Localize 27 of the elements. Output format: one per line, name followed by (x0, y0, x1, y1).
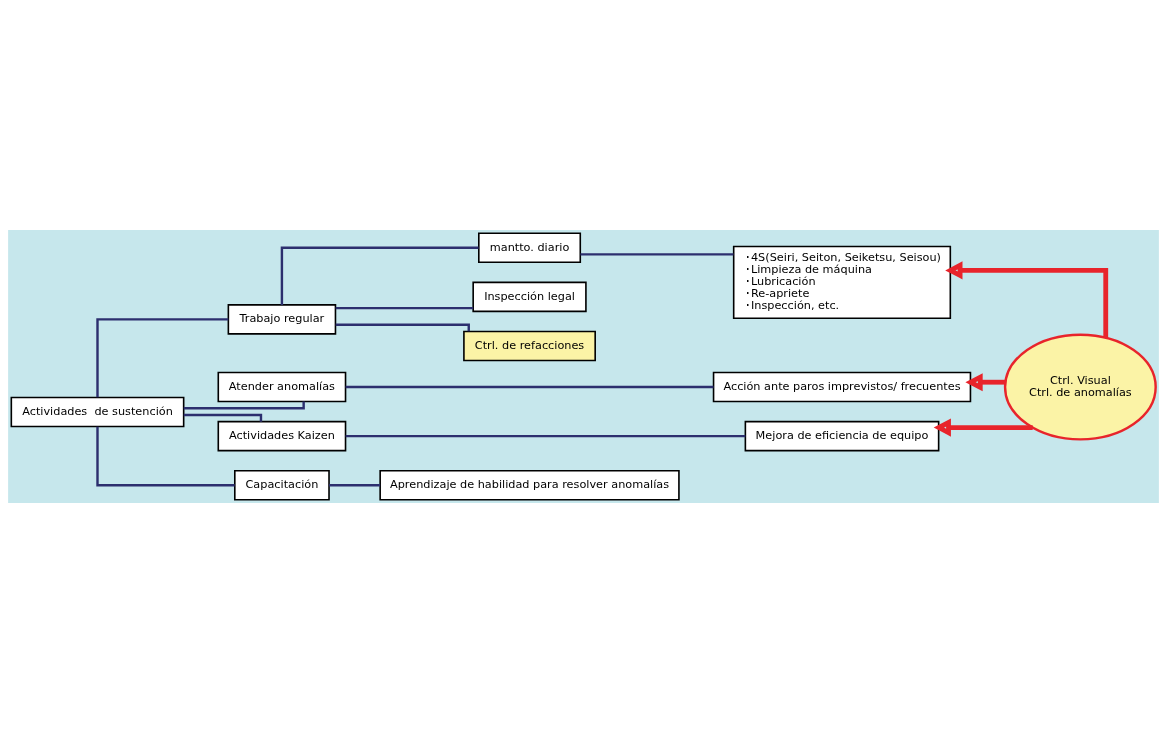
connector (183, 401, 305, 410)
connector (329, 484, 381, 487)
connector (345, 434, 746, 438)
connector (580, 253, 734, 256)
connector (345, 385, 714, 389)
node-box: Aprendizaje de habilidad para resolver anomalías (379, 470, 680, 501)
node-box: mantto. diario (478, 232, 582, 263)
node-box: Actividades de sustención (10, 396, 185, 428)
node-box: Acción ante paros imprevistos/ frecuentes (712, 371, 972, 403)
node-ellipse: Ctrl. Visual Ctrl. de anomalías (1003, 333, 1157, 441)
node-box: Ctrl. de refacciones (463, 330, 596, 362)
connector (96, 318, 229, 398)
node-box: Inspección legal (472, 281, 587, 313)
connector (335, 306, 474, 310)
node-box: ･4S(Seiri, Seiton, Seiketsu, Seisou) ･Limpieza de máquina ･Lubricación ･Re-apriete ･Inspección, etc. (732, 245, 952, 319)
node-box: Trabajo regular (227, 304, 337, 335)
node-box: Mejora de eficiencia de equipo (744, 420, 940, 452)
arrow (965, 373, 1006, 392)
connector (335, 323, 470, 332)
connector (183, 413, 263, 422)
arrow (945, 261, 1109, 338)
node-box: Atender anomalías (217, 371, 347, 403)
node-box: Capacitación (234, 470, 330, 501)
connector (280, 246, 479, 305)
arrow (933, 418, 1033, 437)
node-box: Actividades Kaizen (217, 420, 347, 452)
connector (96, 426, 235, 487)
